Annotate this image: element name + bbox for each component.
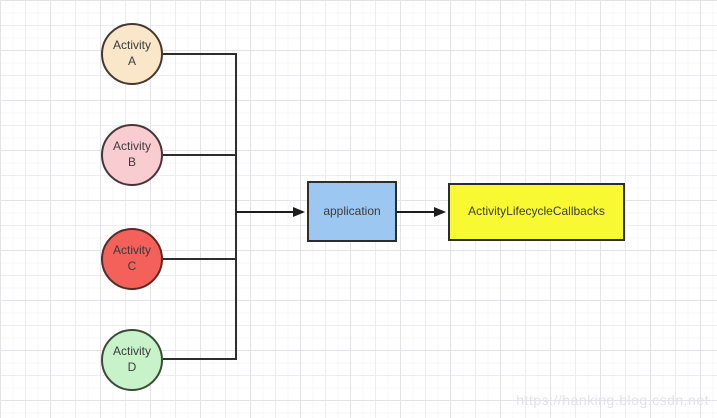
node-activity-c: Activity C <box>101 228 163 290</box>
node-activity-lifecycle-callbacks: ActivityLifecycleCallbacks <box>448 183 625 241</box>
node-application: application <box>307 181 397 242</box>
node-activity-c-label: Activity C <box>112 243 151 273</box>
node-activity-b: Activity B <box>101 124 163 186</box>
node-activity-b-label: Activity B <box>112 139 151 169</box>
node-activity-a: Activity A <box>101 23 163 85</box>
node-application-label: application <box>323 203 381 218</box>
node-activity-lifecycle-callbacks-label: ActivityLifecycleCallbacks <box>468 204 605 219</box>
node-activity-a-label: Activity A <box>112 38 151 68</box>
node-activity-d: Activity D <box>101 329 163 391</box>
watermark: https://hanking.blog.csdn.net <box>516 392 709 408</box>
node-activity-d-label: Activity D <box>112 344 151 374</box>
